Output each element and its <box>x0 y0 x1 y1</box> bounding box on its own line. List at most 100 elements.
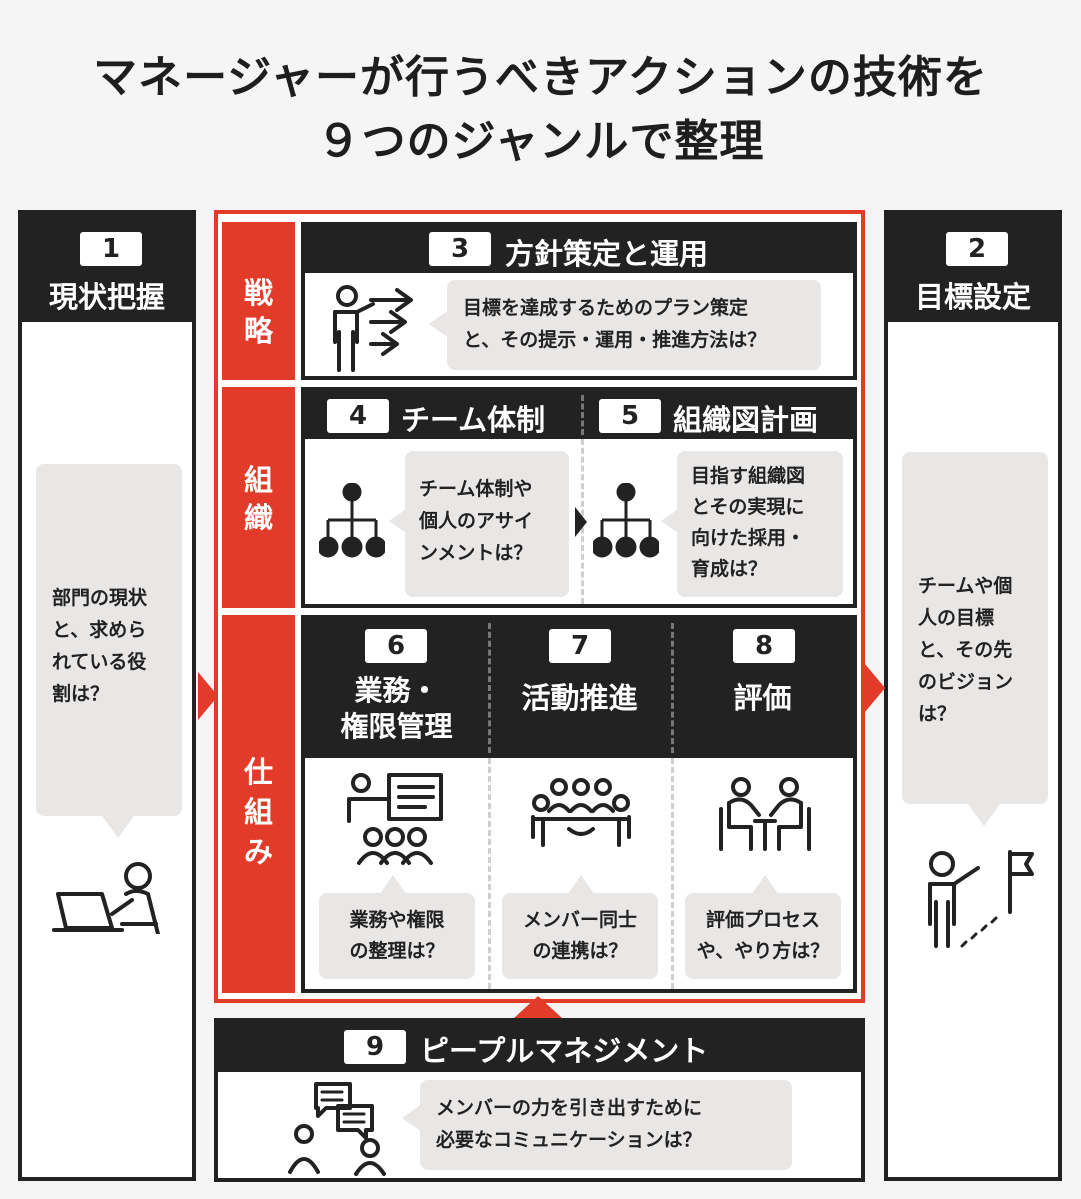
genre-8-question-line: や、やり方は？ <box>696 940 830 962</box>
page-title: マネージャーが行うべきアクションの技術を ９つのジャンルで整理 <box>0 46 1081 174</box>
genre-2-number: 2 <box>946 232 1008 266</box>
genre-7-question-line: メンバー同士 <box>522 909 637 931</box>
category-strategy-char: 略 <box>243 314 273 348</box>
genre-9-label: ピープルマネジメント <box>420 1034 709 1068</box>
bubble-tail <box>751 875 779 895</box>
genre-4-question-line: ンメントは？ <box>419 542 533 564</box>
genre-8-question-line: 評価プロセス <box>705 909 820 931</box>
genre-4-number: 4 <box>327 399 389 433</box>
genre-2-question-line: は？ <box>918 703 957 725</box>
category-mechanism: 仕 組 み <box>222 615 295 993</box>
genre-1-label: 現状把握 <box>48 280 165 314</box>
presentation-board-icon <box>343 771 447 871</box>
person-presenting-arrows-icon <box>327 282 427 374</box>
genre-6-label-line: 権限管理 <box>340 710 453 743</box>
genre-2-question-line: チームや個 <box>918 575 1013 597</box>
category-strategy-char: 戦 <box>243 276 273 310</box>
genre-5-question-line: 向けた採用・ <box>691 527 806 549</box>
category-strategy: 戦 略 <box>222 222 295 380</box>
bubble-tail <box>379 875 407 895</box>
genre-1-current-state-column: 1 現状把握 部門の現状 と、求めら れている役 割は？ <box>18 210 196 1181</box>
person-pointing-at-flag-icon <box>914 842 1044 952</box>
genre-2-question-bubble: チームや個 人の目標 と、その先 のビジョン は？ <box>902 452 1048 804</box>
genre-9-question-line: メンバーの力を引き出すために <box>436 1097 703 1119</box>
organization-header: 4 チーム体制 5 組織図計画 <box>305 391 853 439</box>
genre-3-question-bubble: 目標を達成するためのプラン策定 と、その提示・運用・推進方法は？ <box>447 280 821 370</box>
genre-5-question-line: とその実現に <box>691 496 805 518</box>
genre-4-question-line: チーム体制や <box>419 478 533 500</box>
category-mechanism-char: み <box>243 835 273 869</box>
genre-5-question-line: 育成は？ <box>691 558 768 580</box>
conversation-icon <box>284 1080 388 1176</box>
arrow-to-center-icon <box>198 672 218 720</box>
category-organization-char: 織 <box>243 501 273 535</box>
category-organization-char: 組 <box>243 463 273 497</box>
genre-2-question-line: と、その先 <box>918 639 1013 661</box>
title-line-1: マネージャーが行うべきアクションの技術を <box>93 52 988 103</box>
genre-2-label: 目標設定 <box>914 280 1031 314</box>
header-divider <box>581 395 584 435</box>
category-organization: 組 織 <box>222 387 295 608</box>
flow-arrow-icon <box>575 507 587 537</box>
interview-icon <box>715 775 815 853</box>
arrow-to-goal-icon <box>865 664 885 712</box>
bubble-tail <box>661 507 681 535</box>
arrow-up-to-framework-icon <box>514 996 562 1018</box>
genre-2-question-line: 人の目標 <box>918 607 995 629</box>
genre-6-label-line: 業務・ <box>354 674 439 707</box>
genre-6-number: 6 <box>365 629 427 663</box>
genre-4-label: チーム体制 <box>401 403 546 437</box>
genre-1-question-line: れている役 <box>52 651 147 673</box>
bubble-tail <box>389 507 409 535</box>
genre-1-question-line: 部門の現状 <box>52 587 148 609</box>
genre-1-question-bubble: 部門の現状 と、求めら れている役 割は？ <box>36 464 182 816</box>
genre-3-header: 3 方針策定と運用 <box>305 226 853 273</box>
genre-2-goal-setting-column: 2 目標設定 チームや個 人の目標 と、その先 のビジョン は？ <box>884 210 1062 1181</box>
genre-3-number: 3 <box>429 232 491 266</box>
genre-8-label: 評価 <box>733 681 792 715</box>
genre-6-question-line: 業務や権限 <box>349 909 445 931</box>
genre-1-number: 1 <box>80 232 142 266</box>
genre-3-label: 方針策定と運用 <box>505 237 709 271</box>
bubble-tail <box>567 875 595 895</box>
genre-5-number: 5 <box>599 399 661 433</box>
genre-1-header: 1 現状把握 <box>22 214 192 322</box>
header-divider <box>671 623 674 753</box>
header-divider <box>488 623 491 753</box>
genre-5-question-bubble: 目指す組織図 とその実現に 向けた採用・ 育成は？ <box>677 451 843 597</box>
mechanism-block: 6 業務・ 権限管理 業務や権限 の整理は？ 7 活動推進 メンバー同 <box>301 615 857 993</box>
bubble-tail <box>402 1104 422 1132</box>
category-mechanism-char: 仕 <box>243 755 273 789</box>
person-at-laptop-icon <box>52 854 172 934</box>
genre-7-question-bubble: メンバー同士 の連携は？ <box>502 893 658 979</box>
genre-5-label: 組織図計画 <box>673 403 819 437</box>
genre-6-question-bubble: 業務や権限 の整理は？ <box>319 893 475 979</box>
genre-4-question-bubble: チーム体制や 個人のアサイ ンメントは？ <box>405 451 569 597</box>
genre-6-question-line: の整理は？ <box>349 940 445 962</box>
genre-9-question-line: 必要なコミュニケーションは？ <box>436 1129 702 1151</box>
bubble-tail <box>429 310 449 338</box>
genre-9-header: 9 ピープルマネジメント <box>218 1022 861 1072</box>
genre-7-number: 7 <box>549 629 611 663</box>
genre-9-question-bubble: メンバーの力を引き出すために 必要なコミュニケーションは？ <box>420 1080 792 1170</box>
genre-1-question-line: と、求めら <box>52 619 147 641</box>
genre-8-number: 8 <box>733 629 795 663</box>
category-mechanism-char: 組 <box>243 795 273 829</box>
bubble-tail <box>968 804 1000 826</box>
column-divider <box>488 758 491 989</box>
genre-1-question-line: 割は？ <box>52 683 110 705</box>
title-line-2: ９つのジャンルで整理 <box>316 116 765 167</box>
genre-7-label: 活動推進 <box>521 681 638 715</box>
genre-4-question-line: 個人のアサイ <box>419 510 534 532</box>
genre-2-header: 2 目標設定 <box>888 214 1058 322</box>
genre-7-question-line: の連携は？ <box>532 940 628 962</box>
meeting-table-icon <box>529 777 633 851</box>
org-tree-icon <box>319 483 385 561</box>
column-divider <box>671 758 674 989</box>
genre-9-number: 9 <box>344 1030 406 1064</box>
genre-5-question-line: 目指す組織図 <box>691 465 806 487</box>
genre-3-question-line: と、その提示・運用・推進方法は？ <box>463 329 767 351</box>
genre-2-question-line: のビジョン <box>918 671 1014 693</box>
genre-6-label: 業務・ 権限管理 <box>305 673 488 745</box>
genre-9-people-management-block: 9 ピープルマネジメント メンバーの力を引き出すために 必要なコミュニケーション… <box>214 1018 865 1182</box>
